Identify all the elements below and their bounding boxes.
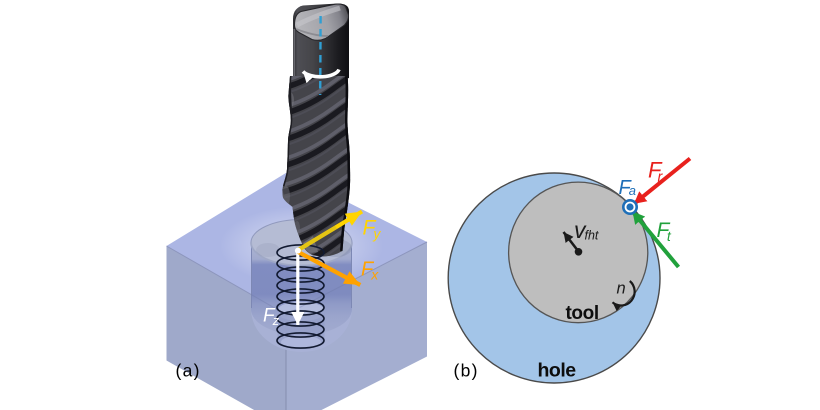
- svg-text:(b): (b): [454, 361, 479, 381]
- svg-text:Fa: Fa: [619, 177, 636, 199]
- svg-text:Ft: Ft: [657, 219, 672, 244]
- svg-text:Fr: Fr: [648, 157, 663, 185]
- svg-text:(a): (a): [176, 360, 201, 380]
- svg-text:n: n: [617, 280, 626, 298]
- svg-text:tool: tool: [566, 303, 599, 324]
- svg-text:hole: hole: [538, 359, 577, 381]
